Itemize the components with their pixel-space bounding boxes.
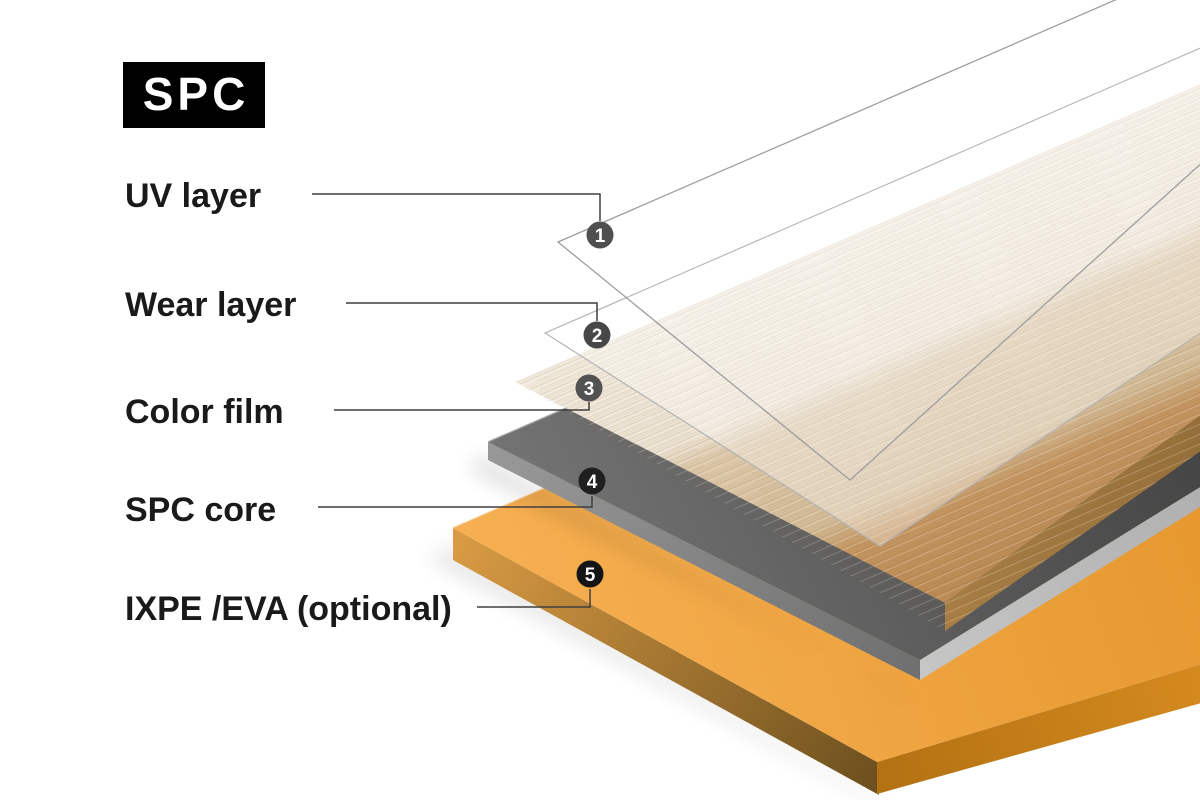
label-uv-layer: UV layer bbox=[125, 177, 261, 215]
marker-3: 3 bbox=[575, 374, 603, 402]
label-ixpe-eva: IXPE /EVA (optional) bbox=[125, 590, 452, 628]
core-drop-shadow bbox=[470, 455, 915, 702]
leader-line-1 bbox=[312, 193, 601, 221]
color-film-plank bbox=[515, 84, 1200, 631]
label-wear-layer: Wear layer bbox=[125, 286, 296, 324]
layer-labels: UV layer Wear layer Color film SPC core … bbox=[125, 177, 452, 628]
wear-layer-sheet bbox=[543, 47, 1200, 547]
marker-5-circle bbox=[576, 560, 604, 588]
spc-badge-text: SPC bbox=[143, 68, 250, 120]
leader-line-3 bbox=[334, 402, 590, 411]
underlay-right-face bbox=[877, 664, 1200, 794]
leader-line-2 bbox=[346, 302, 598, 321]
marker-2-circle bbox=[583, 321, 611, 349]
marker-1: 1 bbox=[586, 221, 614, 249]
marker-1-circle bbox=[586, 221, 614, 249]
marker-5: 5 bbox=[576, 560, 604, 588]
spc-badge-box bbox=[123, 62, 265, 128]
leader-line-4 bbox=[318, 496, 593, 508]
marker-4-circle bbox=[578, 467, 606, 495]
marker-1-number: 1 bbox=[595, 226, 606, 247]
marker-2: 2 bbox=[583, 321, 611, 349]
leader-lines bbox=[312, 193, 601, 608]
marker-3-circle bbox=[575, 374, 603, 402]
spc-badge: SPC bbox=[123, 62, 265, 128]
uv-layer-outline bbox=[556, 0, 1200, 481]
marker-4: 4 bbox=[578, 467, 606, 495]
underlay-left-face bbox=[453, 528, 879, 795]
marker-5-number: 5 bbox=[585, 565, 596, 586]
label-color-film: Color film bbox=[125, 393, 284, 431]
label-spc-core: SPC core bbox=[125, 491, 276, 529]
marker-3-number: 3 bbox=[584, 379, 595, 400]
marker-4-number: 4 bbox=[587, 472, 598, 493]
film-grain-texture bbox=[515, 84, 1200, 631]
core-right-face-silver bbox=[920, 487, 1200, 680]
marker-2-number: 2 bbox=[592, 326, 603, 347]
layer-markers: 1 2 3 4 5 bbox=[575, 221, 614, 588]
leader-line-5 bbox=[477, 589, 591, 608]
core-left-face bbox=[488, 442, 920, 680]
